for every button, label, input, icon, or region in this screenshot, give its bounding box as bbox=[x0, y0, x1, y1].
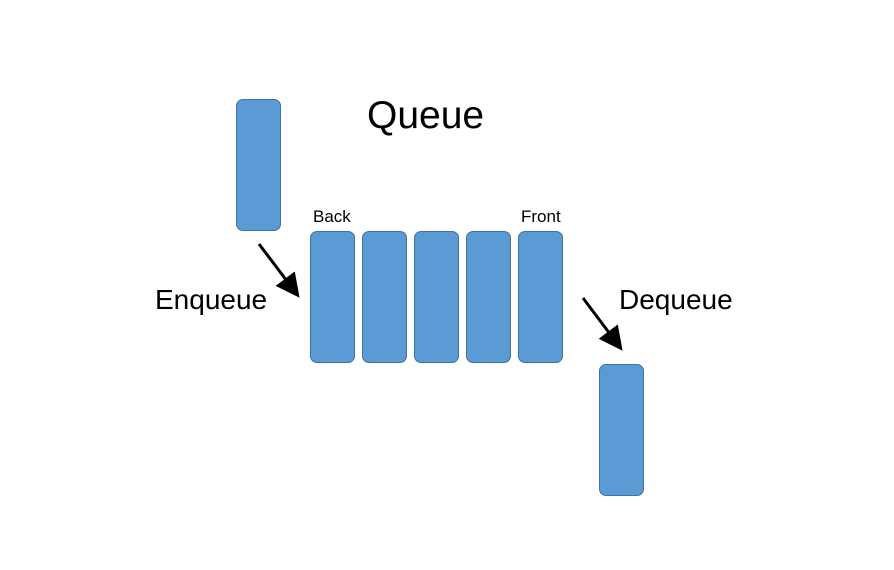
queue-element bbox=[362, 231, 407, 363]
queue-element bbox=[414, 231, 459, 363]
front-label: Front bbox=[521, 207, 561, 226]
queue-element-front bbox=[518, 231, 563, 363]
outgoing-element-block bbox=[599, 364, 644, 496]
queue-element bbox=[466, 231, 511, 363]
dequeue-arrow bbox=[581, 297, 623, 351]
dequeue-label: Dequeue bbox=[619, 284, 733, 315]
enqueue-label: Enqueue bbox=[155, 284, 268, 315]
incoming-element-block bbox=[236, 99, 281, 231]
back-label: Back bbox=[313, 207, 351, 226]
queue-element-back bbox=[310, 231, 355, 363]
diagram-title: Queue bbox=[367, 94, 485, 137]
